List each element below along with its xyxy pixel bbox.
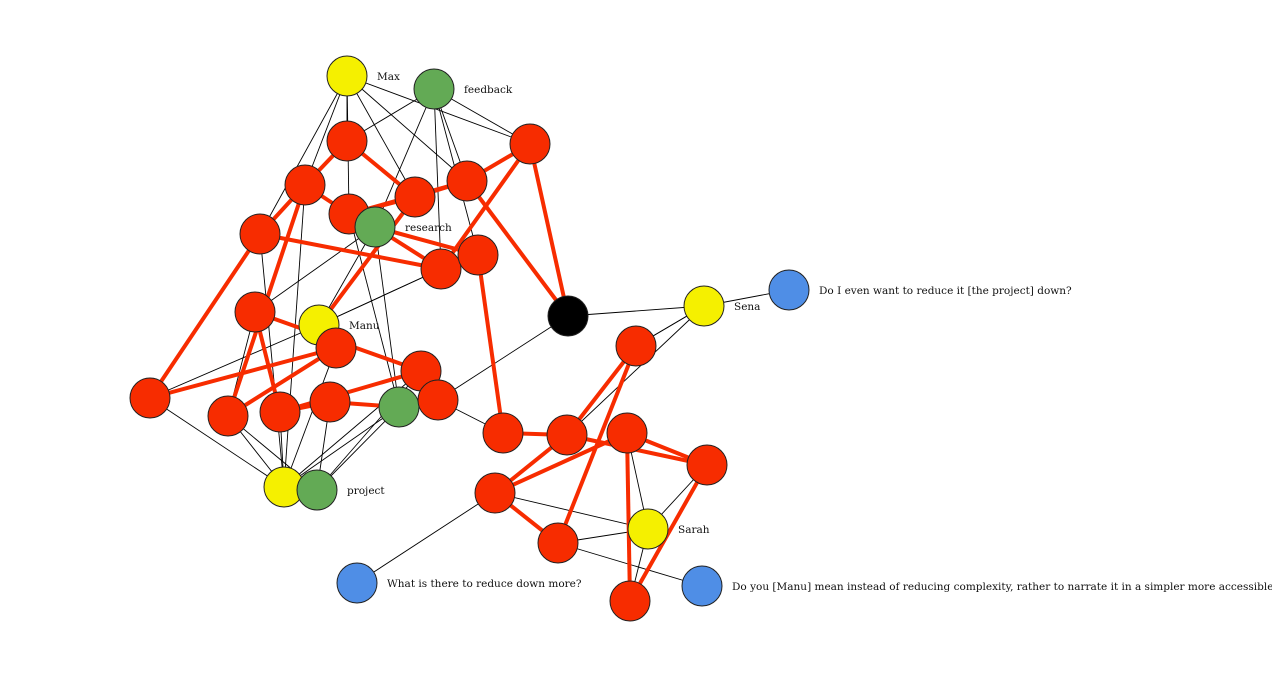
edge-r11-jo xyxy=(283,347,337,488)
node-green-feedback[interactable] xyxy=(413,68,455,110)
edge-strong-r5-r13 xyxy=(148,232,262,400)
node-red-r23[interactable] xyxy=(474,472,516,514)
node-red-r16[interactable] xyxy=(309,381,351,423)
edge-strong-r6-hub xyxy=(465,179,570,318)
edge-r23-q2 xyxy=(356,492,496,584)
thick-edges xyxy=(148,139,709,602)
edge-strong-r11-r13 xyxy=(149,346,337,400)
edge-r13-jo xyxy=(149,397,285,488)
node-label-manu: Manu xyxy=(349,320,380,332)
node-label-max: Max xyxy=(377,71,400,83)
node-red-r19[interactable] xyxy=(482,412,524,454)
edge-max-r5 xyxy=(259,75,348,235)
edge-strong-r11-r14 xyxy=(226,346,338,418)
node-yellow-max[interactable] xyxy=(326,55,368,97)
edge-sena-r20 xyxy=(566,305,705,436)
edge-strong-r9-r19 xyxy=(476,254,505,434)
node-red-r10[interactable] xyxy=(234,291,276,333)
edge-r3-g3 xyxy=(348,213,400,408)
node-red-r22[interactable] xyxy=(686,444,728,486)
node-red-r11[interactable] xyxy=(315,327,357,369)
edge-manu-r8 xyxy=(318,268,442,326)
node-label-project: project xyxy=(347,485,385,497)
node-red-r13[interactable] xyxy=(129,377,171,419)
node-black-hub[interactable] xyxy=(547,295,589,337)
node-red-r1[interactable] xyxy=(326,120,368,162)
edge-strong-r7-hub xyxy=(528,143,570,317)
node-red-r6[interactable] xyxy=(446,160,488,202)
node-label-q1: Do I even want to reduce it [the project… xyxy=(819,285,1072,297)
edge-strong-r21-r25 xyxy=(625,432,632,602)
node-yellow-sena[interactable] xyxy=(683,285,725,327)
node-red-r18[interactable] xyxy=(615,325,657,367)
node-blue-q3[interactable] xyxy=(681,565,723,607)
node-red-r8[interactable] xyxy=(420,248,462,290)
edge-max-r6 xyxy=(346,75,468,182)
node-red-r20[interactable] xyxy=(546,414,588,456)
edge-max-r4 xyxy=(346,75,416,198)
edge-hub-sena xyxy=(567,305,705,317)
node-blue-q2[interactable] xyxy=(336,562,378,604)
node-red-r5[interactable] xyxy=(239,213,281,255)
edge-strong-r4-manu xyxy=(317,195,417,327)
node-red-r21[interactable] xyxy=(606,412,648,454)
node-red-r14[interactable] xyxy=(207,395,249,437)
node-red-r4[interactable] xyxy=(394,176,436,218)
node-red-r7[interactable] xyxy=(509,123,551,165)
node-red-r15[interactable] xyxy=(259,391,301,433)
node-yellow-sarah[interactable] xyxy=(627,508,669,550)
node-red-r17[interactable] xyxy=(417,379,459,421)
node-green-research[interactable] xyxy=(354,206,396,248)
nodes: o xyxy=(129,55,810,622)
node-red-r9[interactable] xyxy=(457,234,499,276)
node-label-q3: Do you [Manu] mean instead of reducing c… xyxy=(732,581,1272,593)
edge-feedback-r8 xyxy=(433,88,442,270)
node-red-r25[interactable] xyxy=(609,580,651,622)
edge-r13-manu xyxy=(149,324,320,399)
node-red-r2[interactable] xyxy=(284,164,326,206)
node-label-feedback: feedback xyxy=(464,84,513,96)
node-red-r24[interactable] xyxy=(537,522,579,564)
edge-research-r10 xyxy=(254,226,376,313)
node-green-g3[interactable] xyxy=(378,386,420,428)
thin-edges xyxy=(149,75,790,602)
node-label-q2: What is there to reduce down more? xyxy=(387,578,582,590)
node-label-sarah: Sarah xyxy=(678,524,710,536)
edge-strong-r22-r25 xyxy=(628,464,709,602)
edge-r5-jo xyxy=(259,233,285,488)
edge-strong-r5-r8 xyxy=(259,232,442,271)
node-blue-q1[interactable] xyxy=(768,269,810,311)
edge-max-r7 xyxy=(346,75,531,145)
edge-strong-r12-r15 xyxy=(279,369,422,414)
node-label-sena: Sena xyxy=(734,301,760,313)
edge-g3-jo xyxy=(283,406,400,488)
node-label-research: research xyxy=(405,222,452,234)
edge-hub-r17 xyxy=(437,315,569,401)
node-green-project[interactable] xyxy=(296,469,338,511)
